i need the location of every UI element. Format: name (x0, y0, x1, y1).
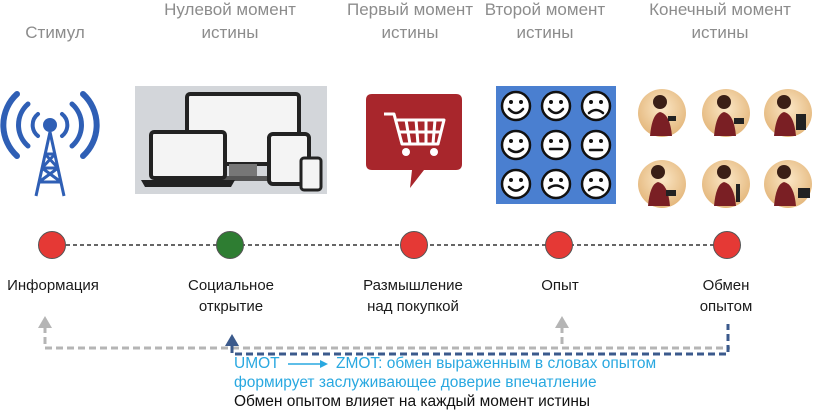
note-line-2: формирует заслуживающее доверие впечатле… (234, 374, 597, 391)
devices-icon (135, 86, 327, 194)
point-label-information: Информация (7, 277, 99, 294)
stage-title-fmot: Первый момент истины (346, 0, 474, 42)
point-label-sharing: Обмен опытом (699, 277, 753, 315)
stage-title-umot: Конечный момент истины (649, 0, 791, 42)
timeline-point-sharing (713, 231, 741, 259)
point-label-social-discovery: Социальное открытие (187, 277, 275, 315)
stage-title-smot: Второй момент истины (484, 0, 606, 42)
note-zmot: ZMOT: обмен выраженным в словах опытом (335, 355, 657, 372)
timeline-line (52, 244, 725, 246)
timeline-point-social-discovery (216, 231, 244, 259)
arrow-right-icon (287, 359, 328, 368)
point-label-purchase-consideration: Размышление над покупкой (363, 277, 463, 315)
timeline-point-purchase-consideration (400, 231, 428, 259)
timeline-point-information (38, 231, 66, 259)
point-label-experience: Опыт (541, 277, 579, 294)
women-using-devices-icon (638, 89, 812, 208)
stage-title-stimulus: Стимул (25, 23, 85, 42)
wireless-tower-icon (0, 91, 100, 197)
faces-grid-icon (496, 86, 616, 204)
shopping-cart-speech-icon (366, 94, 462, 188)
note-line-3: Обмен опытом влияет на каждый момент ист… (234, 393, 591, 410)
stage-title-zmot: Нулевой момент истины (164, 0, 296, 42)
note-line-1: UMOT ZMOT: обмен выраженным в словах опы… (234, 355, 656, 373)
feedback-arrows (38, 316, 730, 356)
timeline-point-experience (545, 231, 573, 259)
note-umot: UMOT (234, 355, 280, 372)
